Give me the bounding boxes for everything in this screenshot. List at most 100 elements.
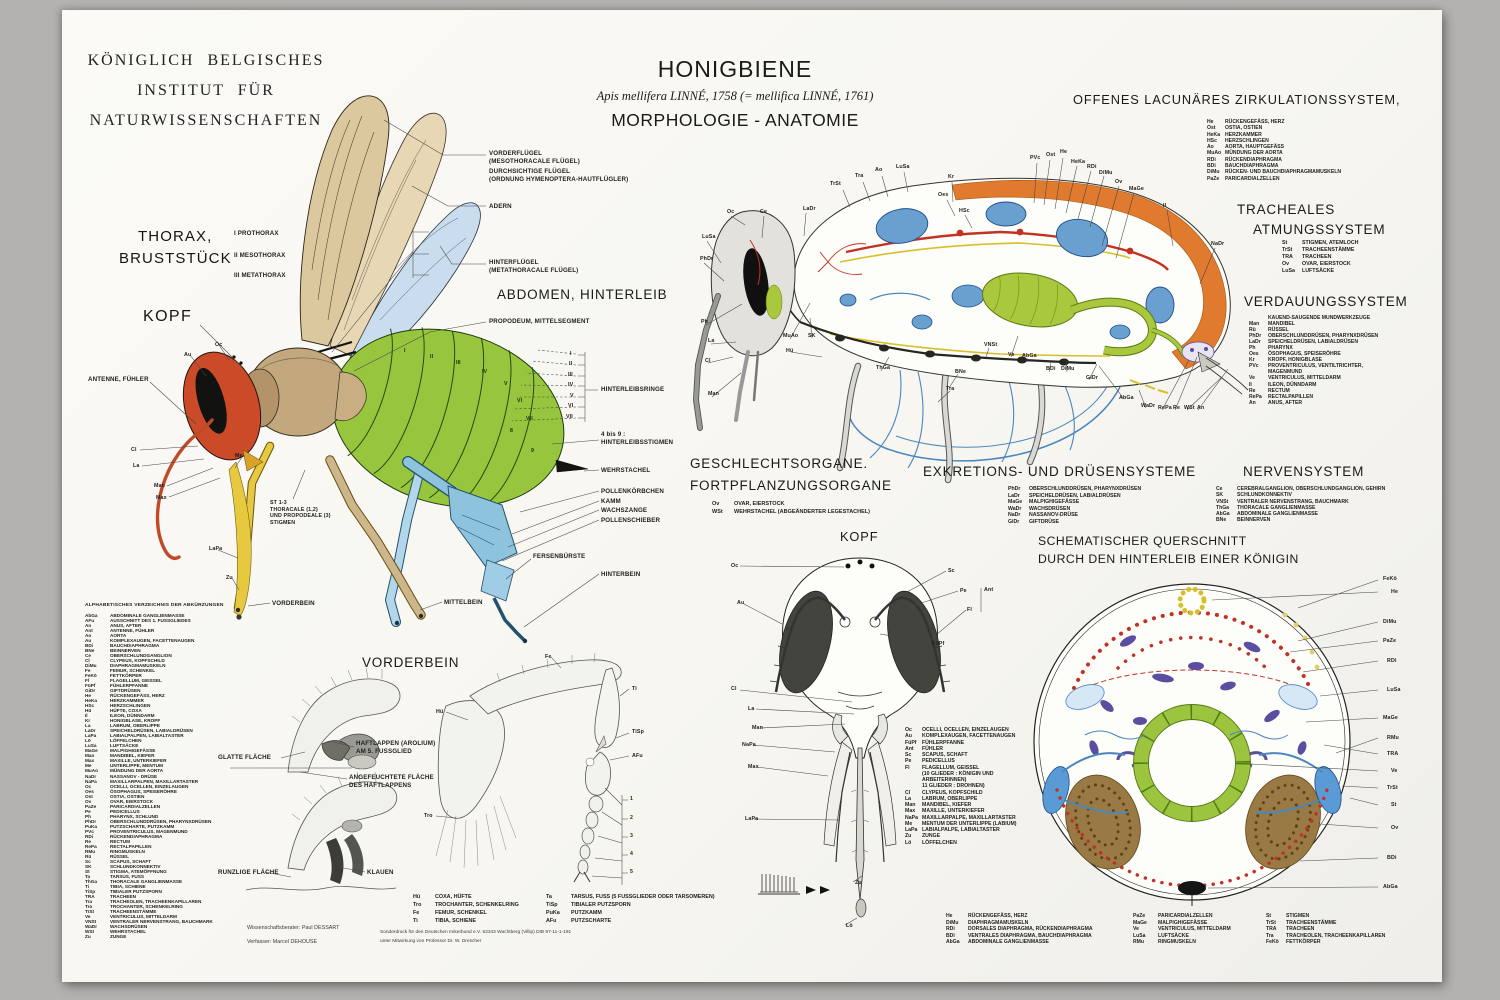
legend-desc: STIGMEN (1286, 913, 1310, 919)
legend-desc: VENTRALES DIAPHRAGMA, BAUCHDIAPHRAGMA (968, 932, 1092, 939)
abbreviation-key: Ve (85, 913, 91, 919)
abbreviation-key: HSc (85, 703, 95, 709)
anatomy-label: Ve (1391, 768, 1398, 774)
abbreviation-key: Ta (85, 873, 91, 879)
anatomy-label: KLAUEN (367, 869, 394, 876)
legend-desc: PROVENTRICULUS, VENTILTRICHTER, (1268, 363, 1363, 370)
abbreviation-row: HSc HERZSCHLINGEN (85, 703, 213, 708)
legend-desc: TRACHEOLEN, TRACHEENKAPILLAREN (1286, 932, 1386, 939)
abbreviation-value: ANTENNE, FÜHLER (110, 628, 155, 634)
legend-abbr: RDi (946, 926, 955, 933)
legend-desc: OVAR, EIERSTOCK (734, 501, 785, 507)
anatomy-label: AbGa (1383, 884, 1398, 890)
abbreviation-row: FüPf FÜHLERPFANNE (85, 683, 213, 688)
legend-desc: BAUCHDIAPHRAGMA (1225, 163, 1279, 170)
credit-print-1: Sonderdruck für den Deutschen Imkerbund … (380, 930, 572, 935)
legend-abbr: FeKö (1266, 939, 1279, 946)
section-title: FORTPFLANZUNGSORGANE (690, 478, 892, 493)
abbreviation-value: VENTRICULUS, MITTELDARM (110, 913, 177, 919)
abbreviation-value: PHARYNX, SCHLUND (110, 813, 159, 819)
legend-abbr: RePa (1249, 393, 1262, 400)
abbreviation-value: TRACHEOLEN, TRACHEENKAPILLAREN (110, 898, 202, 904)
abbreviation-key: PVc (85, 828, 94, 834)
legend-desc: VENTRICULUS, MITTELDARM (1158, 926, 1231, 933)
legend-abbr: St (1282, 240, 1288, 246)
abbreviation-value: RÜCKENGEFÄSS, HERZ (110, 693, 165, 699)
abbreviation-value: FÜHLERPFANNE (110, 683, 149, 689)
section-title: GESCHLECHTSORGANE. (690, 456, 868, 471)
legend-abbr: RMu (1133, 939, 1145, 946)
legend-abbr: Ti (413, 918, 418, 924)
abbreviation-key: Re (85, 838, 91, 844)
abbreviation-key: La (85, 723, 91, 729)
credit-author: Verfasser: Marcel DEHOUSE (247, 939, 318, 945)
abbreviation-value: TROCHANTER, SCHENKELRING (110, 903, 183, 909)
legend-abbr: BDi (946, 932, 955, 939)
anatomy-label: PaZe (1383, 638, 1397, 644)
abbreviation-row: Tra TRACHEOLEN, TRACHEENKAPILLAREN (85, 899, 213, 904)
legend-abbr: TiSp (546, 902, 558, 908)
legend-desc: OBERSCHLUNDDRÜSEN, PHARYNXDRÜSEN (1268, 333, 1379, 340)
abbreviation-key: WSt (85, 928, 95, 934)
credit-advisor: Wissenschaftsberater: Paul DESSART (247, 925, 340, 931)
legend-desc: KROPF, HONIGBLASE (1268, 357, 1323, 364)
abbreviation-key: GiDr (85, 688, 96, 694)
legend-desc: PUTZSCHARTE (571, 918, 612, 924)
legend-desc: MALPIGHIGEFÄSSE (1158, 919, 1208, 926)
legend-desc: MANDIBEL (1268, 321, 1295, 328)
abbreviation-key: Sc (85, 858, 91, 864)
abbreviation-value: RECTALPAPILLEN (110, 843, 152, 849)
abbreviation-key: Tra (85, 898, 93, 904)
legend-desc: ILEON, DÜNNDARM (1268, 381, 1317, 388)
anatomy-label: RMu (1387, 735, 1399, 741)
legend-desc: CEREBRALGANGLION, OBERSCHLUNDGANGLION, G… (1237, 486, 1386, 492)
abbreviation-key: FüPf (85, 683, 96, 689)
legend-desc: PUTZKAMM (571, 910, 602, 916)
legend-desc: RÜCKENGEFÄSS, HERZ (968, 913, 1028, 919)
abbreviation-key: Lö (85, 738, 91, 744)
legend-desc: TRACHEEN (1302, 253, 1332, 260)
abbreviation-value: OBERSCHLUNDGANGLION (110, 653, 172, 659)
abbreviation-value: RINGMUSKELN (110, 848, 145, 854)
legend-abbr: Tro (413, 902, 422, 908)
legend-desc: HERZKAMMER (1225, 131, 1262, 138)
abbreviation-value: HERZSCHLINGEN (110, 703, 151, 709)
legend-abbr: TrSt (1282, 246, 1293, 253)
anatomy-label: 3 (630, 833, 634, 839)
legend-desc: HERZSCHLINGEN (1225, 137, 1269, 144)
abbreviation-value: OSTIA, OSTIEN (110, 793, 145, 799)
abbreviation-value: HONIGBLASE, KROPF (110, 718, 161, 724)
anatomy-label: St (1391, 802, 1397, 808)
legend-abbr: AbGa (946, 939, 960, 946)
